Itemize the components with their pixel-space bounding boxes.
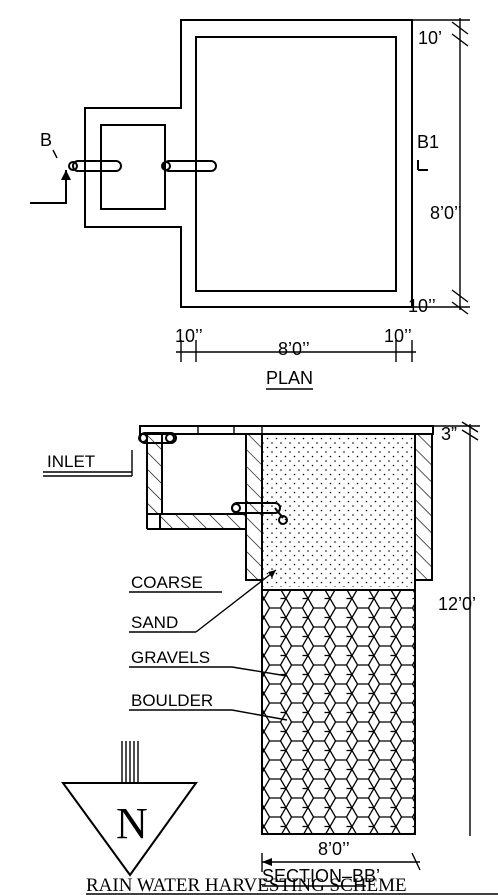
dim-arrow bbox=[262, 858, 272, 866]
boulder-fill bbox=[261, 589, 416, 835]
section-view: INLET COARSE SAND GRAVELS BOULDER 3” 12’… bbox=[43, 421, 480, 887]
section-title: SECTION–BB’ bbox=[262, 866, 380, 886]
dim-tick bbox=[451, 33, 469, 47]
dim-right-wall: 10’’ bbox=[384, 326, 412, 346]
section-arrow-left bbox=[30, 170, 67, 204]
tank-right-wall bbox=[414, 433, 433, 581]
label-coarse: COARSE bbox=[131, 573, 203, 592]
outlet-pipe bbox=[231, 502, 288, 525]
dim-plan-width: 8’0’’ bbox=[278, 339, 310, 359]
north-letter: N bbox=[116, 799, 148, 848]
chamber-floor bbox=[159, 513, 247, 530]
dim-section-top: 3” bbox=[441, 424, 457, 444]
tank-left-wall bbox=[245, 433, 263, 581]
label-boulder: BOULDER bbox=[131, 691, 213, 710]
dim-left-wall: 10’’ bbox=[175, 326, 203, 346]
dim-bottom-wall: 10’’ bbox=[408, 296, 436, 316]
plan-pipe-left bbox=[68, 160, 122, 172]
section-arrow-left-head bbox=[61, 170, 71, 180]
leader-sand-diag bbox=[195, 569, 277, 633]
section-mark-left: B bbox=[40, 130, 52, 150]
label-gravels: GRAVELS bbox=[131, 648, 210, 667]
top-slab bbox=[139, 425, 434, 435]
leader-gravels-diag bbox=[231, 666, 288, 677]
section-mark-left-tick bbox=[52, 149, 58, 159]
sand-fill bbox=[262, 434, 415, 587]
label-sand: SAND bbox=[131, 613, 178, 632]
plan-title: PLAN bbox=[266, 368, 313, 388]
plan-inner-wall bbox=[195, 36, 397, 292]
dim-tick bbox=[451, 289, 469, 303]
section-mark-right: B1 bbox=[417, 132, 439, 152]
dim-tick bbox=[461, 421, 479, 433]
dim-top-wall: 10’ bbox=[418, 28, 442, 48]
plan-pipe-right bbox=[161, 160, 217, 172]
north-triangle bbox=[61, 782, 198, 877]
dim-tick bbox=[451, 301, 469, 315]
dim-tick bbox=[451, 21, 469, 35]
leader-arrow bbox=[268, 570, 276, 578]
plan-view: B B1 10’ 8’0’’ 10’’ 10’’ 8’0’’ 10’’ PLAN bbox=[30, 18, 470, 390]
dim-section-depth: 12’0’ bbox=[438, 594, 476, 614]
dim-plan-height: 8’0’’ bbox=[430, 203, 462, 223]
dim-tick bbox=[461, 429, 479, 441]
dim-tick bbox=[411, 852, 421, 871]
dim-section-width: 8’0’’ bbox=[318, 839, 350, 859]
north-arrow: N bbox=[61, 741, 198, 877]
plan-chamber-inner bbox=[100, 124, 166, 210]
plan-outer-wall bbox=[84, 19, 413, 308]
scheme-title: RAIN WATER HARVESTING SCHEME bbox=[86, 875, 407, 895]
label-inlet: INLET bbox=[47, 452, 95, 471]
leader-boulder-diag bbox=[231, 709, 288, 721]
inlet-pipe bbox=[138, 432, 177, 444]
chamber-left-wall bbox=[146, 433, 163, 515]
